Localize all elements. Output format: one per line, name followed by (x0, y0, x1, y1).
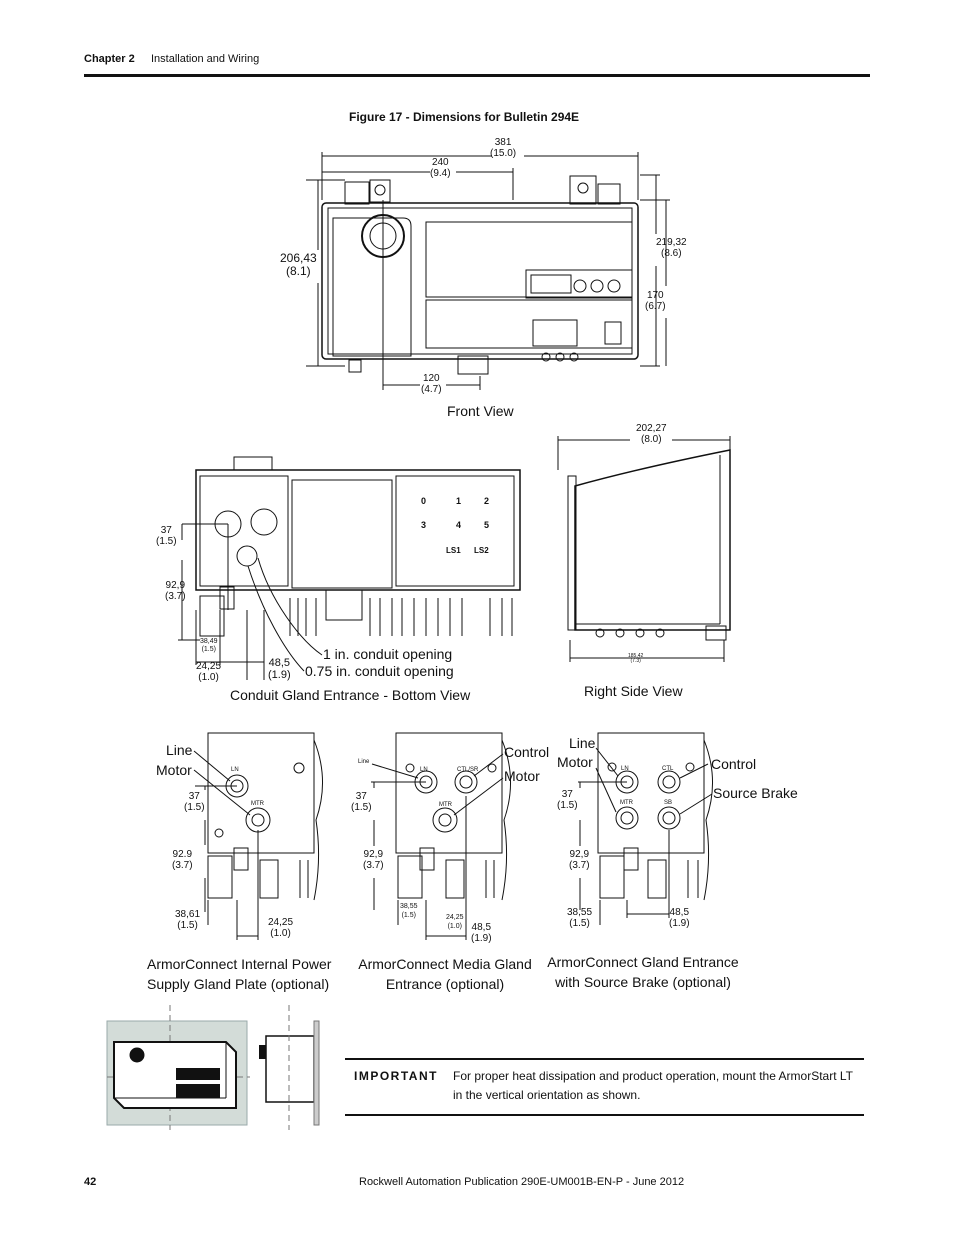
connector-0: 0 (421, 496, 427, 506)
gland1-line-label: Line (166, 742, 193, 758)
gland2-dim-37: 37(1.5) (351, 791, 372, 813)
chapter-label: Chapter 2 (84, 53, 135, 65)
gland2-caption: ArmorConnect Media Gland Entrance (optio… (358, 956, 532, 992)
gland3-dim-48: 48,5(1.9) (669, 907, 690, 929)
gland3-drawing (578, 732, 713, 925)
bottom-view-caption: Conduit Gland Entrance - Bottom View (230, 687, 471, 703)
front-height-170: 170(6.7) (645, 290, 666, 312)
side-view-drawing (557, 436, 731, 662)
gland3-conn-c: MTR (620, 800, 633, 806)
gland2-drawing (371, 732, 511, 940)
front-height-219: 219,32(8.6) (656, 237, 687, 259)
front-width-120: 120(4.7) (421, 373, 442, 395)
gland3-caption: ArmorConnect Gland Entrance with Source … (547, 954, 739, 990)
label-1in-conduit: 1 in. conduit opening (323, 646, 453, 662)
side-view-caption: Right Side View (584, 683, 683, 699)
gland1-dim-92: 92.9(3.7) (172, 849, 193, 871)
gland2-conn-b: CTL/SR (457, 767, 479, 773)
bottom-dim-92: 92,9(3.7) (165, 580, 186, 602)
connector-1: 1 (456, 496, 462, 506)
gland3-dim-38: 38,55(1.5) (567, 907, 593, 929)
gland3-source-brake-label: Source Brake (713, 785, 798, 801)
gland3-dim-37: 37(1.5) (557, 789, 578, 811)
gland3-motor-label: Motor (557, 754, 593, 770)
gland2-conn-c: MTR (439, 802, 452, 808)
gland1-conn-top: LN (231, 767, 239, 773)
important-note: IMPORTANT For proper heat dissipation an… (345, 1058, 864, 1116)
connector-ls1: LS1 (446, 546, 461, 555)
front-view-drawing (306, 152, 670, 390)
connector-3: 3 (421, 520, 427, 530)
gland3-conn-a: LN (621, 766, 629, 772)
publication-info: Rockwell Automation Publication 290E-UM0… (359, 1176, 685, 1188)
gland2-dim-24: 24,25(1.0) (446, 914, 464, 930)
figure-title: Figure 17 - Dimensions for Bulletin 294E (349, 110, 580, 124)
gland3-line-label: Line (569, 735, 596, 751)
gland2-motor-label: Motor (504, 768, 540, 784)
gland3-control-label: Control (711, 756, 757, 772)
mounting-orientation-drawing (106, 1005, 320, 1130)
gland1-dim-24: 24,25(1.0) (268, 917, 294, 939)
gland1-drawing (193, 732, 323, 940)
side-depth-dim: 202,27(8.0) (636, 423, 667, 445)
front-width-240: 240(9.4) (430, 157, 451, 179)
gland1-caption: ArmorConnect Internal Power Supply Gland… (147, 956, 332, 992)
gland2-dim-48: 48,5(1.9) (471, 922, 492, 944)
bottom-dim-37: 37(1.5) (156, 525, 177, 547)
gland3-conn-b: CTL (662, 766, 674, 772)
gland3-conn-d: SB (664, 800, 673, 806)
gland2-conn-a: LN (420, 767, 428, 773)
important-label: IMPORTANT (354, 1069, 438, 1083)
gland1-conn-bottom: MTR (251, 801, 264, 807)
gland2-control-label: Control (504, 744, 550, 760)
gland3-dim-92: 92,9(3.7) (569, 849, 590, 871)
connector-2: 2 (484, 496, 490, 506)
bottom-dim-38: 38,49(1.5) (200, 638, 218, 653)
section-title: Installation and Wiring (151, 53, 260, 65)
bottom-dim-24: 24,25(1.0) (196, 661, 222, 683)
front-view-caption: Front View (447, 403, 514, 419)
label-075in-conduit: 0.75 in. conduit opening (305, 663, 454, 679)
gland2-dim-92: 92,9(3.7) (363, 849, 384, 871)
gland1-motor-label: Motor (156, 762, 192, 778)
bottom-dim-48: 48,5(1.9) (268, 657, 291, 681)
connector-4: 4 (456, 520, 462, 530)
gland1-dim-38: 38,61(1.5) (175, 909, 201, 931)
side-small-dim: 185,42(7.3) (628, 653, 644, 664)
important-text: For proper heat dissipation and product … (453, 1069, 853, 1102)
page-number: 42 (84, 1176, 97, 1188)
front-width-total: 381(15.0) (490, 137, 517, 159)
gland1-dim-37: 37(1.5) (184, 791, 205, 813)
page-header: Chapter 2 Installation and Wiring (84, 53, 259, 65)
connector-5: 5 (484, 520, 490, 530)
header-rule (84, 74, 870, 77)
front-height-206: 206,43(8.1) (280, 251, 317, 278)
gland2-line-label: Line (358, 759, 370, 765)
gland2-dim-38: 38,55(1.5) (400, 903, 418, 919)
connector-ls2: LS2 (474, 546, 489, 555)
bottom-view-drawing (178, 456, 521, 680)
